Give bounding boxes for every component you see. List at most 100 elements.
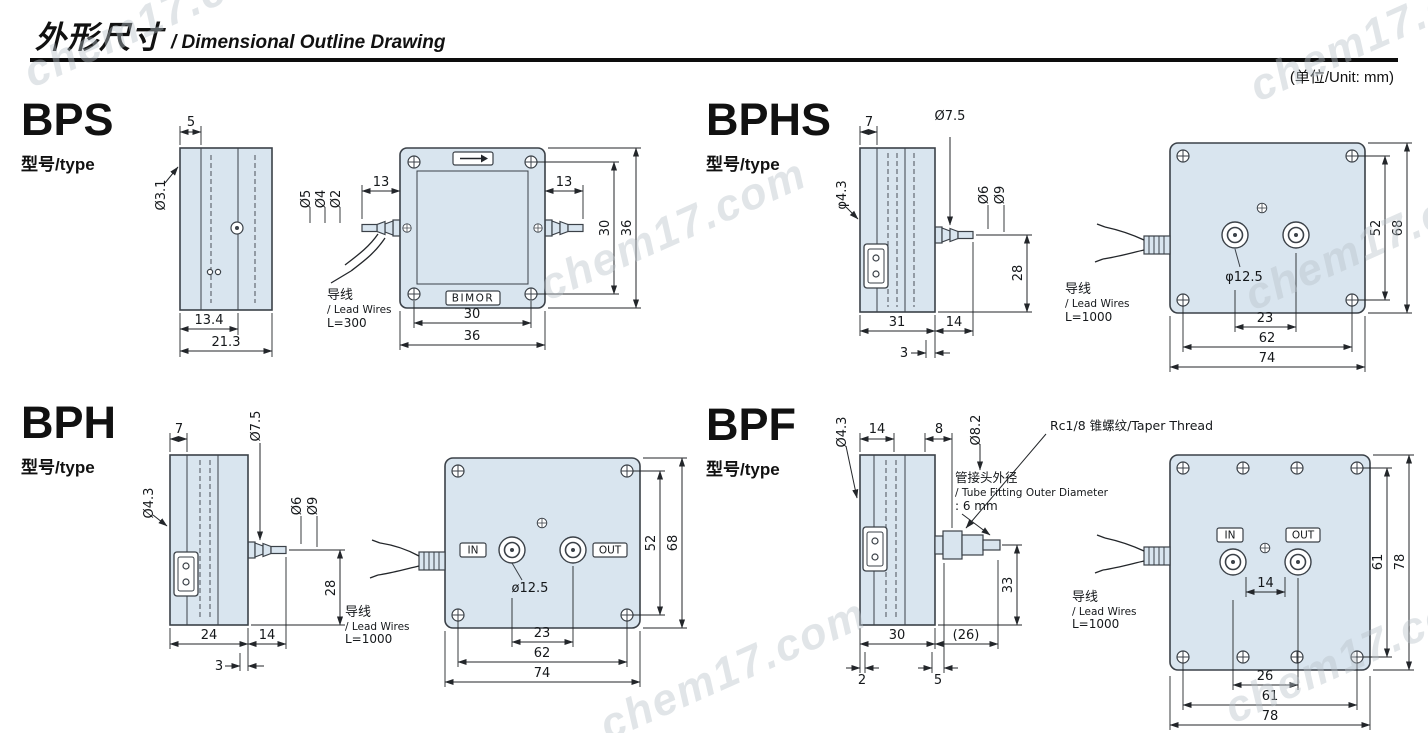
wire-gland	[1143, 235, 1171, 255]
dim-label: 2	[858, 673, 866, 688]
panel-bphs: BPHS 型号/type 7 Ø7.5 φ4.3	[700, 95, 1420, 395]
brand-label: BIMOR	[452, 293, 494, 305]
dim-label: φ12.5	[1225, 270, 1263, 285]
dim-label: 13.4	[195, 313, 224, 328]
side-screw-icon	[533, 223, 543, 233]
dim-label: 14	[946, 315, 963, 330]
dim-label: 28	[324, 580, 339, 597]
dim-label: 62	[1259, 331, 1276, 346]
type-label: 型号/type	[21, 457, 95, 477]
dim-label: 33	[1001, 577, 1016, 594]
bpf-lead-wires: 导线 / Lead Wires L=1000	[1072, 534, 1171, 631]
bphs-side-dims: 7 Ø7.5 φ4.3 Ø6 Ø9 28 31 14	[835, 109, 1032, 361]
side-screw-icon	[402, 223, 412, 233]
lead-wires-label-cn: 导线	[1072, 590, 1098, 605]
bph-drawing: 7 Ø7.5 Ø4.3 Ø6 Ø9 28 24 14	[142, 411, 687, 687]
page-title: 外形尺寸 / Dimensional Outline Drawing	[35, 12, 445, 57]
dim-label: 62	[534, 646, 551, 661]
lead-wires-length: L=1000	[1065, 310, 1112, 324]
dim-label: Ø4	[314, 190, 329, 209]
tube-fitting-callout-en: / Tube Fitting Outer Diameter	[955, 487, 1109, 499]
port-icon	[498, 536, 526, 564]
port-in-label: IN	[468, 545, 479, 557]
bphs-front-view: φ12.5	[1169, 142, 1366, 314]
bps-side-dims: 5 Ø3.1 13.4 21.3	[154, 115, 273, 357]
lead-wires-label-cn: 导线	[1065, 282, 1091, 297]
lead-wires-label-en: / Lead Wires	[1065, 298, 1130, 310]
center-screw-icon	[536, 517, 548, 529]
wire-gland	[418, 551, 446, 571]
dim-label: Ø4.3	[835, 417, 850, 448]
dim-label: 78	[1262, 709, 1279, 724]
dim-label: 14	[869, 422, 886, 437]
port-out-label: OUT	[599, 545, 622, 557]
dim-label: Ø7.5	[935, 109, 966, 124]
page-title-cn: 外形尺寸	[35, 20, 163, 55]
bpf-heading: BPF 型号/type	[706, 399, 796, 480]
bps-lead-wires: 导线 / Lead Wires L=300	[327, 233, 392, 330]
connector-socket	[173, 551, 199, 597]
dim-label: 68	[1391, 220, 1406, 237]
dim-label: 13	[556, 175, 573, 190]
dim-label: 74	[534, 666, 551, 681]
tube-fitting-callout-cn: 管接头外径	[955, 470, 1018, 485]
panel-bpf: BPF 型号/type	[700, 400, 1420, 733]
dim-label: 23	[534, 626, 551, 641]
dim-label: 61	[1262, 689, 1279, 704]
port-icon	[1219, 548, 1247, 576]
bph-lead-wires: 导线 / Lead Wires L=1000	[345, 539, 446, 646]
dim-label: 28	[1011, 265, 1026, 282]
port-icon	[1221, 221, 1249, 249]
dim-label: Ø9	[306, 497, 321, 516]
lead-wires-label-en: / Lead Wires	[345, 621, 410, 633]
bpf-front-view: IN OUT	[1169, 454, 1371, 671]
dim-label: Ø8.2	[969, 415, 984, 446]
dim-label: 74	[1259, 351, 1276, 366]
port-icon	[559, 536, 587, 564]
taper-thread-callout: Rc1/8 锥螺纹/Taper Thread	[1050, 418, 1213, 433]
dim-label: 30	[464, 307, 481, 322]
dim-label: 3	[900, 346, 908, 361]
dim-label: ø12.5	[512, 581, 549, 596]
type-label: 型号/type	[706, 154, 780, 174]
port-in-label: IN	[1225, 530, 1236, 542]
page-title-en: / Dimensional Outline Drawing	[171, 32, 446, 53]
dim-label: 52	[644, 535, 659, 552]
type-label: 型号/type	[21, 154, 95, 174]
bph-front-dims: 23 62 74 52 68	[444, 457, 687, 687]
bpf-side-view	[859, 454, 1001, 626]
dim-label: 68	[666, 535, 681, 552]
dim-label: 36	[464, 329, 481, 344]
header-rule	[30, 58, 1398, 62]
flow-direction-icon	[460, 154, 488, 163]
model-name: BPF	[706, 399, 796, 450]
lead-wires-label-en: / Lead Wires	[1072, 606, 1137, 618]
lead-wires-label-en: / Lead Wires	[327, 304, 392, 316]
panel-bph: BPH 型号/type 7 Ø7.5 Ø4.3	[15, 398, 690, 730]
dim-label: Ø9	[993, 186, 1008, 205]
dim-label: 36	[620, 220, 635, 237]
type-label: 型号/type	[706, 459, 780, 479]
dim-label: φ4.3	[835, 180, 850, 209]
dim-label: Ø7.5	[249, 411, 264, 442]
wire-gland	[1143, 546, 1171, 566]
center-screw-icon	[1256, 202, 1268, 214]
bpf-drawing: 14 8 Ø4.3 Ø8.2 Rc1/8 锥螺纹/Taper Thread 管接…	[835, 415, 1414, 730]
tube-fitting	[934, 530, 1001, 560]
dim-label: Ø3.1	[154, 180, 169, 211]
dim-label: 3	[215, 659, 223, 674]
dim-label: 7	[175, 422, 183, 437]
dim-label: Ø6	[977, 186, 992, 205]
bph-heading: BPH 型号/type	[21, 400, 116, 478]
dim-label: 14	[259, 628, 276, 643]
dim-label: 26	[1257, 669, 1274, 684]
connector-socket	[862, 526, 888, 572]
connector-socket	[863, 243, 889, 289]
lead-wires-length: L=1000	[1072, 617, 1119, 631]
bphs-heading: BPHS 型号/type	[706, 97, 831, 175]
bpf-front-dims: 14 26 61 78 61 78	[1169, 454, 1414, 730]
bph-side-view	[169, 454, 287, 626]
lead-wires-label-cn: 导线	[327, 288, 353, 303]
port-icon	[1282, 221, 1310, 249]
